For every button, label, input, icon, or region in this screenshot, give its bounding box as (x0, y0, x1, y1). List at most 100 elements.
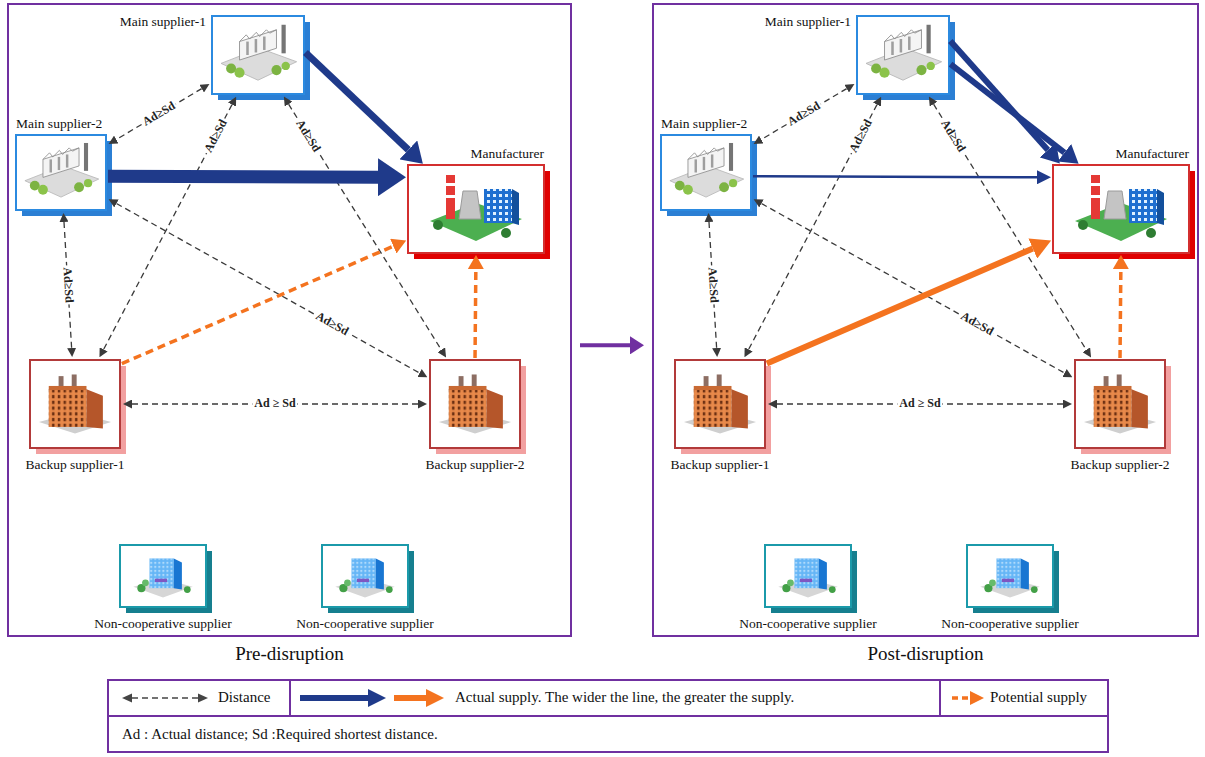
backup-supplier-node: Backup supplier-2 (1075, 360, 1165, 448)
label-anchor: Main supplier-1 (765, 14, 851, 30)
distance-connector (749, 105, 877, 350)
supply-arrow (305, 52, 408, 149)
edge-label: Ad≥Sd (937, 116, 969, 156)
label-anchor: Manufacturer (471, 146, 544, 162)
scenario-panel: Pre-disruptionMain supplier-1Main suppli… (7, 3, 572, 637)
node-label: Manufacturer (471, 146, 544, 162)
node-label: Main supplier-1 (765, 14, 851, 30)
legend-border (108, 680, 1108, 752)
node-label: Non-cooperative supplier (94, 616, 232, 632)
edge-label: Ad≥Sd (201, 115, 231, 156)
building-icon (39, 374, 111, 433)
label-anchor: Backup supplier-2 (1070, 457, 1169, 473)
edge-label: Ad≥Sd (846, 115, 876, 156)
label-anchor: Non-cooperative supplier (296, 616, 434, 632)
label-anchor: Manufacturer (1116, 146, 1189, 162)
label-anchor: Non-cooperative supplier (94, 616, 232, 632)
panel-illustration (16, 16, 550, 613)
supply-arrow (122, 246, 393, 363)
label-anchor: Backup supplier-2 (425, 457, 524, 473)
distance-connector (761, 204, 1064, 373)
supply-arrow (950, 41, 1048, 150)
supply-arrow (1118, 269, 1122, 358)
edge-label: Ad≥Sd (705, 265, 721, 305)
legend-rule (108, 715, 1108, 717)
legend-text: Potential supply (990, 689, 1087, 705)
factory-icon (25, 143, 99, 197)
backup-supplier-node: Backup supplier-2 (430, 360, 520, 448)
supply-arrow (767, 249, 1033, 364)
panel-title: Pre-disruption (235, 643, 344, 665)
label-anchor: Main supplier-2 (16, 116, 102, 132)
potential-sample (970, 691, 984, 705)
supply-arrow (108, 170, 378, 184)
legend-frame (108, 680, 1108, 752)
node-label: Backup supplier-1 (670, 457, 769, 473)
node-label: Main supplier-2 (16, 116, 102, 132)
factory-icon (221, 25, 297, 80)
legend-entry: Actual supply. The wider the line, the g… (455, 689, 794, 706)
potential-sample (952, 696, 970, 700)
non-cooperative-supplier-node: Non-cooperative supplier (765, 545, 851, 607)
edge-label: Ad≥Sd (139, 98, 179, 129)
shop-icon (335, 558, 394, 597)
manufacturer-node: Manufacturer (408, 165, 544, 253)
supply-sample (300, 695, 368, 701)
label-anchor: Pre-disruption (235, 643, 344, 665)
non-cooperative-supplier-node: Non-cooperative supplier (967, 545, 1053, 607)
legend-entry: Distance (218, 689, 270, 706)
node-label: Main supplier-1 (120, 14, 206, 30)
supply-arrow (951, 64, 1065, 153)
icon-frame (120, 545, 206, 607)
edge-label: Ad≥Sd (784, 98, 824, 129)
legend-rule (939, 680, 941, 716)
label-anchor: Backup supplier-1 (25, 457, 124, 473)
scenario-panel: Post-disruptionMain supplier-1Main suppl… (652, 3, 1199, 637)
non-cooperative-supplier-node: Non-cooperative supplier (322, 545, 408, 607)
label-anchor: Main supplier-2 (661, 116, 747, 132)
legend-entry: Potential supply (990, 689, 1087, 706)
edge-label: Ad≥Sd (60, 265, 76, 305)
node-label: Non-cooperative supplier (739, 616, 877, 632)
node-label: Backup supplier-2 (425, 457, 524, 473)
main-supplier-node: Main supplier-1 (212, 16, 304, 94)
supply-arrow (753, 176, 1037, 177)
label-anchor: Backup supplier-1 (670, 457, 769, 473)
edge-label: Ad≥Sd (956, 309, 997, 340)
icon-frame (16, 135, 106, 210)
non-cooperative-supplier-node: Non-cooperative supplier (120, 545, 206, 607)
distance-connector (116, 204, 419, 373)
building-icon (439, 374, 511, 433)
distance-sample (198, 694, 208, 703)
node-label: Non-cooperative supplier (296, 616, 434, 632)
label-anchor: Non-cooperative supplier (739, 616, 877, 632)
distance-sample (122, 694, 132, 703)
backup-supplier-node: Backup supplier-1 (675, 360, 765, 448)
label-anchor: Post-disruption (867, 643, 983, 665)
supply-sample (394, 695, 426, 701)
legend-rule (289, 680, 291, 716)
node-label: Backup supplier-1 (25, 457, 124, 473)
distance-sample (132, 697, 198, 698)
transition-arrow (580, 343, 630, 347)
distance-connector (761, 89, 846, 140)
legend-text: Distance (218, 689, 270, 705)
edge-label: Ad≥Sd (292, 116, 324, 156)
icon-frame (30, 360, 120, 448)
panel-title: Post-disruption (867, 643, 983, 665)
supply-sample (368, 689, 386, 707)
icon-frame (322, 545, 408, 607)
label-anchor: Non-cooperative supplier (941, 616, 1079, 632)
plant-icon (430, 175, 522, 241)
manufacturer-node: Manufacturer (1053, 165, 1189, 253)
main-supplier-node: Main supplier-2 (16, 135, 106, 210)
main-supplier-node: Main supplier-1 (857, 16, 949, 94)
icon-frame (212, 16, 304, 94)
legend-note: Ad : Actual distance; Sd :Required short… (122, 726, 438, 743)
edge-label: Ad ≥ Sd (897, 397, 942, 410)
backup-supplier-node: Backup supplier-1 (30, 360, 120, 448)
